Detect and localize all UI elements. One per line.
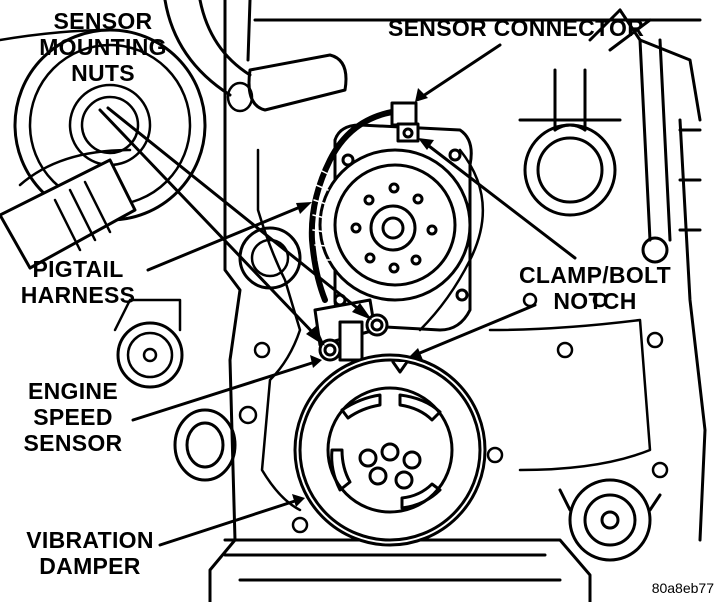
label-line: PIGTAIL [32, 256, 124, 282]
label-pigtail-harness: PIGTAIL HARNESS [8, 256, 148, 308]
figure-code: 80a8eb77 [651, 580, 714, 596]
harness-ribs [312, 169, 333, 261]
label-line: MOUNTING [39, 34, 167, 60]
right-pump [518, 8, 702, 264]
label-engine-speed-sensor: ENGINE SPEED SENSOR [10, 378, 136, 456]
label-sensor-mounting-nuts: SENSOR MOUNTING NUTS [18, 8, 188, 86]
lower-left-hose [0, 158, 137, 270]
label-line: SENSOR [23, 430, 123, 456]
arrow-heads [292, 88, 434, 507]
label-vibration-damper: VIBRATION DAMPER [4, 527, 176, 579]
label-line: SPEED [33, 404, 113, 430]
pigtail-harness-wire [308, 109, 395, 303]
label-clamp-bolt-notch: CLAMP/BOLT NOTCH [482, 262, 708, 314]
label-line: NUTS [71, 60, 135, 86]
upper-hose [163, 0, 348, 113]
label-line: SENSOR [53, 8, 153, 34]
engine-speed-sensor-body [313, 298, 389, 362]
sensor-connector-body [390, 101, 420, 143]
lower-left-pulley [173, 408, 237, 482]
leader-lines [98, 43, 577, 547]
label-line: VIBRATION [26, 527, 154, 553]
label-line: HARNESS [20, 282, 136, 308]
label-line: CLAMP/BOLT [518, 262, 672, 288]
label-line: DAMPER [39, 553, 141, 579]
upper-gear-pulley [318, 123, 473, 332]
vibration-damper-disk [293, 353, 487, 547]
label-sensor-connector: SENSOR CONNECTOR [388, 15, 645, 41]
label-line: ENGINE [28, 378, 118, 404]
lower-right-component [558, 478, 662, 562]
label-line: NOTCH [553, 288, 637, 314]
